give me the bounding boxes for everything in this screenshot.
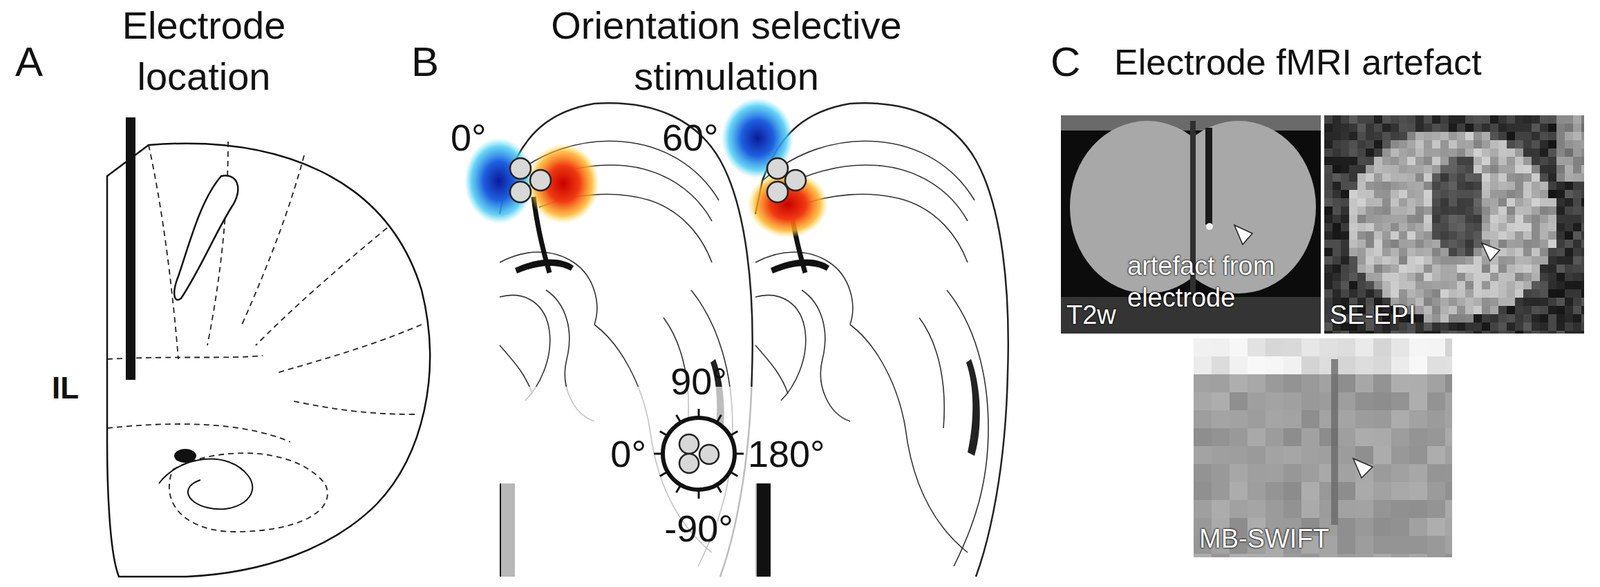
section-outline: [755, 102, 1009, 578]
grey-region: [755, 483, 771, 578]
figure-label: IL: [51, 362, 79, 414]
figure-label: Electrode location: [86, 0, 322, 103]
region-boundary: [276, 324, 422, 374]
dial-tick: [698, 490, 701, 500]
region-boundary: [801, 290, 851, 422]
electrode-contact: [785, 170, 806, 191]
t2w-image: [1060, 115, 1321, 334]
figure-label: -90°: [664, 503, 734, 555]
dial-tick: [729, 431, 738, 437]
orientation-dial: [662, 418, 735, 491]
fade-overlay: [501, 387, 757, 578]
figure-label: 180°: [747, 428, 826, 480]
region-boundary: [499, 295, 551, 401]
grey-region: [966, 359, 981, 457]
electrode-shaft: [125, 117, 136, 381]
electrode-contact: [767, 158, 788, 180]
region-boundary: [919, 317, 945, 429]
figure-label: 0°: [610, 428, 647, 480]
dial-tick: [660, 431, 668, 437]
figure-label: 60°: [662, 111, 719, 164]
image-label: MB-SWIFT: [1199, 523, 1330, 555]
region-boundary: [107, 424, 291, 443]
dial-tick: [653, 453, 663, 456]
region-boundary: [169, 453, 328, 533]
dial-tick: [729, 472, 738, 477]
figure-label: 90°: [670, 355, 728, 408]
dial-tick: [676, 485, 682, 493]
mri-panel: SE-EPI: [1324, 115, 1585, 334]
figure-label: B: [411, 36, 439, 88]
figure-label: Orientation selective stimulation: [484, 0, 969, 103]
figure-label: Electrode fMRI artefact: [1114, 36, 1482, 88]
commissure: [174, 449, 197, 464]
electrode-contact: [510, 181, 531, 203]
electrode-contact: [679, 454, 699, 474]
image-label: artefact from electrode: [1127, 250, 1317, 314]
pointer-arrowhead: [1481, 243, 1500, 262]
pointer-arrowhead: [1234, 225, 1253, 245]
mb-swift-image: [1193, 338, 1453, 558]
activation-blob: [721, 98, 794, 179]
section-outline: [107, 143, 430, 578]
dial-tick: [716, 415, 722, 423]
region-boundary: [755, 295, 806, 401]
se-epi-image: [1324, 115, 1585, 334]
figure-label: 0°: [450, 111, 487, 164]
region-boundary: [755, 345, 788, 394]
region-boundary: [148, 145, 179, 360]
figure-label: A: [15, 36, 43, 88]
image-label: SE-EPI: [1329, 299, 1417, 332]
pointer-arrowhead: [1353, 458, 1373, 479]
mri-panel: artefact from electrodeT2w: [1060, 115, 1321, 334]
dial-tick: [660, 472, 668, 477]
electrode-contact: [699, 445, 719, 465]
brain-section-a: [107, 117, 430, 578]
brain-section-b: [755, 102, 1009, 578]
region-boundary: [290, 400, 415, 415]
electrode-contact: [767, 181, 788, 203]
figure-label: C: [1050, 36, 1081, 88]
region-boundary: [255, 228, 388, 346]
region-boundary: [850, 324, 968, 553]
image-label: T2w: [1066, 299, 1117, 332]
dial-tick: [716, 485, 722, 493]
region-boundary: [499, 345, 533, 394]
electrode-contact: [510, 158, 531, 180]
region-boundary: [241, 155, 305, 325]
activation-blob: [527, 143, 600, 224]
dial-tick: [734, 453, 744, 456]
dial-tick: [698, 409, 701, 419]
region-boundary: [946, 290, 989, 567]
ventricle: [174, 175, 238, 300]
electrode-contact: [679, 434, 699, 455]
inner-structure: [158, 459, 253, 511]
electrode-contact: [530, 170, 551, 191]
mri-panel: MB-SWIFT: [1193, 338, 1453, 558]
dial-tick: [676, 415, 682, 423]
